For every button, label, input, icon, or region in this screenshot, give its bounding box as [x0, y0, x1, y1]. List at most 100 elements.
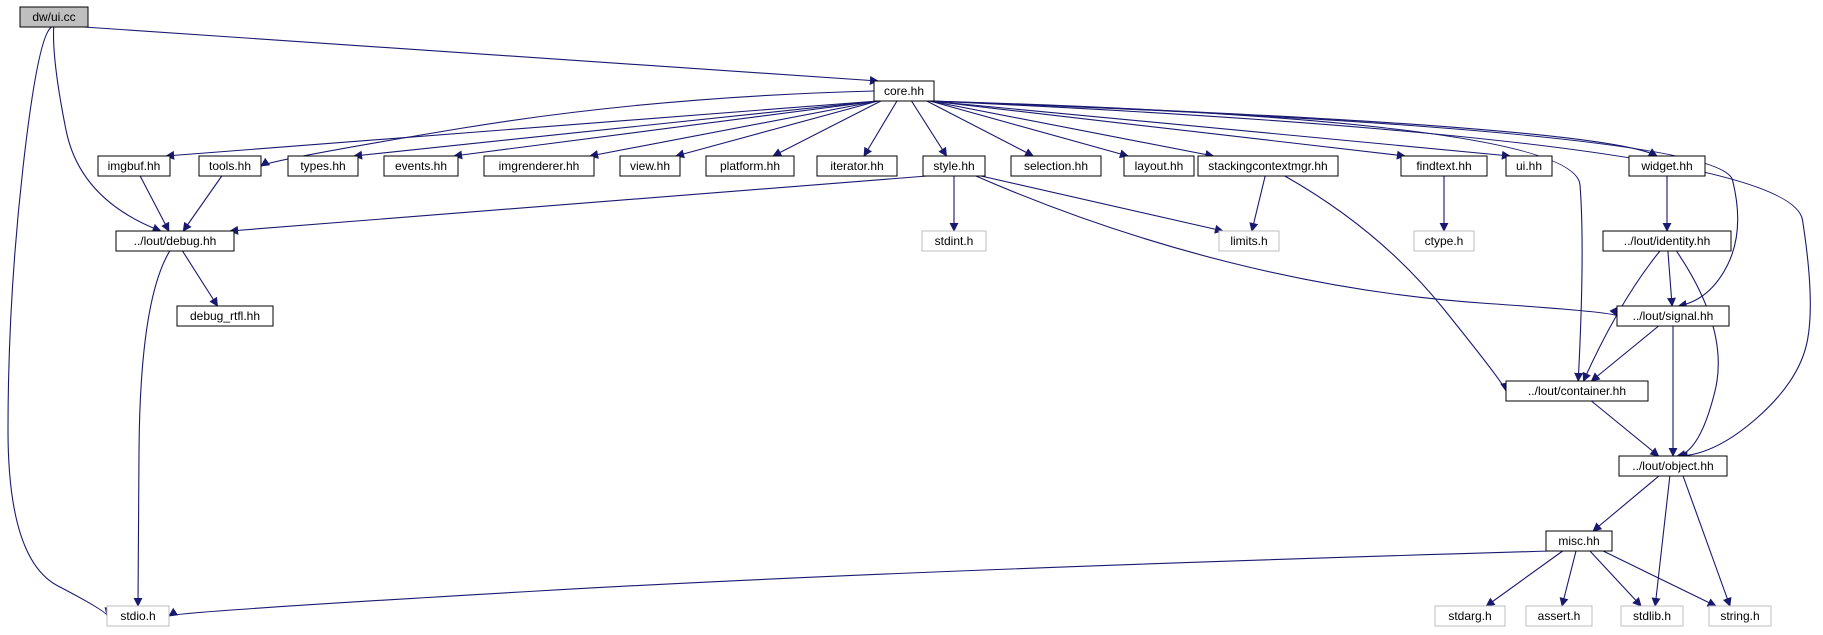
node-box	[483, 155, 595, 177]
edge-core-to-types	[353, 100, 879, 160]
edge-style-to-limits	[980, 175, 1224, 234]
edge-lout_container-to-lout_object	[1591, 400, 1660, 457]
node-lout_container[interactable]: ../lout/container.hh	[1505, 380, 1649, 402]
edge-ui_cc-to-core	[83, 26, 879, 85]
node-ui_hh[interactable]: ui.hh	[1505, 155, 1553, 177]
node-label: imgrenderer.hh	[499, 159, 580, 173]
node-box	[1413, 230, 1475, 252]
edge-ui_cc-to-stdio	[7, 26, 114, 617]
node-label: stdint.h	[935, 234, 974, 248]
node-label: stdio.h	[120, 609, 155, 623]
node-label: layout.hh	[1135, 159, 1184, 173]
edge-core-to-ui_hh	[929, 100, 1511, 160]
node-box	[1505, 380, 1649, 402]
edge-tools-to-lout_debug	[182, 175, 223, 232]
node-style[interactable]: style.hh	[922, 155, 986, 177]
node-label: ../lout/container.hh	[1528, 384, 1626, 398]
node-box	[97, 155, 171, 177]
edge-lout_debug-to-debug_rtfl	[182, 250, 218, 307]
node-tools[interactable]: tools.hh	[198, 155, 262, 177]
node-box	[1505, 155, 1553, 177]
edge-core-to-view	[675, 100, 879, 159]
node-platform[interactable]: platform.hh	[705, 155, 795, 177]
edge-lout_object-to-stdlib	[1651, 475, 1671, 607]
edge-core-to-lout_container	[929, 100, 1584, 382]
node-assert[interactable]: assert.h	[1525, 605, 1593, 627]
edge-lout_identity-to-lout_signal	[1666, 250, 1676, 307]
node-core[interactable]: core.hh	[873, 80, 935, 102]
node-stdio[interactable]: stdio.h	[106, 605, 170, 627]
node-box	[176, 305, 274, 327]
node-stackingcontextmgr[interactable]: stackingcontextmgr.hh	[1197, 155, 1339, 177]
edge-lout_debug-to-stdio	[133, 250, 171, 607]
edge-misc-to-string	[1602, 550, 1717, 607]
node-label: ../lout/identity.hh	[1624, 234, 1711, 248]
node-ui_cc[interactable]: dw/ui.cc	[19, 6, 89, 28]
edge-core-to-widget	[929, 100, 1658, 157]
node-box	[1620, 605, 1684, 627]
node-label: types.hh	[300, 159, 345, 173]
node-stdlib[interactable]: stdlib.h	[1620, 605, 1684, 627]
edge-stackingcontextmgr-to-limits	[1249, 175, 1266, 232]
node-ctype[interactable]: ctype.h	[1413, 230, 1475, 252]
node-events[interactable]: events.hh	[383, 155, 459, 177]
node-label: platform.hh	[720, 159, 780, 173]
node-string[interactable]: string.h	[1708, 605, 1772, 627]
edge-lout_object-to-misc	[1592, 475, 1660, 532]
node-limits[interactable]: limits.h	[1218, 230, 1280, 252]
node-types[interactable]: types.hh	[287, 155, 359, 177]
edge-core-to-iterator	[863, 100, 898, 157]
node-stdarg[interactable]: stdarg.h	[1434, 605, 1506, 627]
node-debug_rtfl[interactable]: debug_rtfl.hh	[176, 305, 274, 327]
node-label: ../lout/debug.hh	[134, 234, 217, 248]
edge-core-to-layout	[929, 100, 1129, 159]
node-label: dw/ui.cc	[32, 10, 75, 24]
edge-misc-to-stdlib	[1589, 550, 1642, 607]
node-box	[705, 155, 795, 177]
node-iterator[interactable]: iterator.hh	[816, 155, 898, 177]
node-imgbuf[interactable]: imgbuf.hh	[97, 155, 171, 177]
node-layout[interactable]: layout.hh	[1123, 155, 1195, 177]
node-label: stdlib.h	[1633, 609, 1671, 623]
node-box	[115, 230, 235, 252]
node-box	[921, 230, 987, 252]
node-box	[1197, 155, 1339, 177]
node-label: widget.hh	[1640, 159, 1692, 173]
node-imgrenderer[interactable]: imgrenderer.hh	[483, 155, 595, 177]
edge-core-to-selection	[926, 100, 1034, 157]
node-label: core.hh	[884, 84, 924, 98]
node-label: ctype.h	[1425, 234, 1464, 248]
edge-core-to-stackingcontextmgr	[929, 100, 1215, 159]
edge-style-to-lout_debug	[229, 175, 928, 235]
node-label: iterator.hh	[830, 159, 883, 173]
node-label: selection.hh	[1024, 159, 1088, 173]
edge-core-to-imgbuf	[165, 100, 879, 160]
node-box	[1618, 455, 1728, 477]
node-selection[interactable]: selection.hh	[1010, 155, 1102, 177]
edge-core-to-imgrenderer	[589, 100, 879, 159]
node-misc[interactable]: misc.hh	[1545, 530, 1613, 552]
node-box	[1616, 305, 1730, 327]
node-box	[1525, 605, 1593, 627]
edge-lout_signal-to-lout_container	[1590, 325, 1659, 382]
edge-ui_cc-to-lout_debug	[52, 26, 162, 233]
node-lout_signal[interactable]: ../lout/signal.hh	[1616, 305, 1730, 327]
node-findtext[interactable]: findtext.hh	[1400, 155, 1488, 177]
node-stdint[interactable]: stdint.h	[921, 230, 987, 252]
node-lout_debug[interactable]: ../lout/debug.hh	[115, 230, 235, 252]
node-lout_object[interactable]: ../lout/object.hh	[1618, 455, 1728, 477]
edge-imgbuf-to-lout_debug	[139, 175, 170, 232]
edge-core-to-findtext	[929, 100, 1406, 160]
node-label: debug_rtfl.hh	[190, 309, 260, 323]
node-widget[interactable]: widget.hh	[1628, 155, 1706, 177]
node-box	[198, 155, 262, 177]
node-box	[383, 155, 459, 177]
node-view[interactable]: view.hh	[619, 155, 681, 177]
edge-lout_identity-to-lout_object	[1675, 250, 1719, 460]
node-label: stackingcontextmgr.hh	[1208, 159, 1327, 173]
node-label: limits.h	[1230, 234, 1267, 248]
node-lout_identity[interactable]: ../lout/identity.hh	[1602, 230, 1732, 252]
node-label: stdarg.h	[1448, 609, 1491, 623]
node-label: findtext.hh	[1416, 159, 1471, 173]
